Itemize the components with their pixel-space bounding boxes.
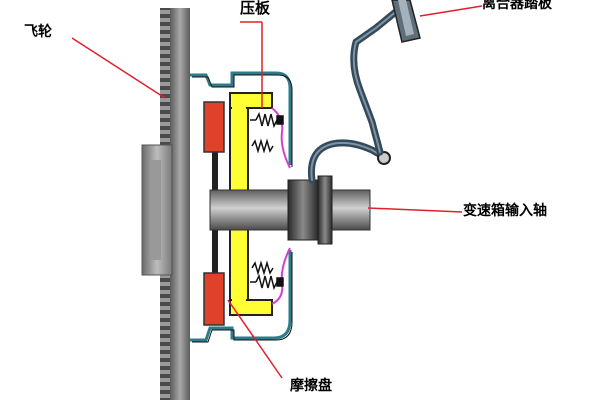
leader-flywheel bbox=[71, 37, 166, 99]
friction-pad-bottom bbox=[203, 272, 225, 326]
friction-pad-top bbox=[203, 101, 225, 153]
coil-spring-bottom bbox=[250, 273, 284, 291]
flywheel bbox=[141, 8, 190, 400]
leader-input-shaft bbox=[367, 207, 463, 213]
label-friction-disc: 摩擦盘 bbox=[290, 378, 332, 394]
label-clutch-pedal: 离合器踏板 bbox=[482, 0, 552, 12]
clutch-pedal bbox=[391, 0, 421, 43]
flywheel-body bbox=[170, 8, 190, 400]
label-gearbox-input-shaft: 变速箱输入轴 bbox=[463, 203, 547, 219]
coil-spring-mid-top bbox=[251, 138, 274, 154]
pedal-lever bbox=[350, 6, 402, 156]
label-pressure-plate: 压板 bbox=[240, 0, 271, 17]
coil-spring-top bbox=[250, 111, 284, 129]
spring-arm-top bbox=[271, 107, 291, 169]
release-bearing-collar bbox=[317, 175, 333, 245]
clutch-housing bbox=[190, 71, 292, 342]
spring-arm-bottom bbox=[271, 247, 291, 305]
leader-friction-disc bbox=[227, 299, 283, 379]
label-flywheel: 飞轮 bbox=[24, 24, 52, 40]
leader-lines bbox=[71, 5, 483, 379]
coil-spring-mid-bottom bbox=[251, 260, 274, 276]
release-bearing bbox=[287, 179, 319, 241]
leader-clutch-pedal bbox=[419, 5, 483, 17]
flywheel-hub-inner bbox=[151, 160, 161, 260]
